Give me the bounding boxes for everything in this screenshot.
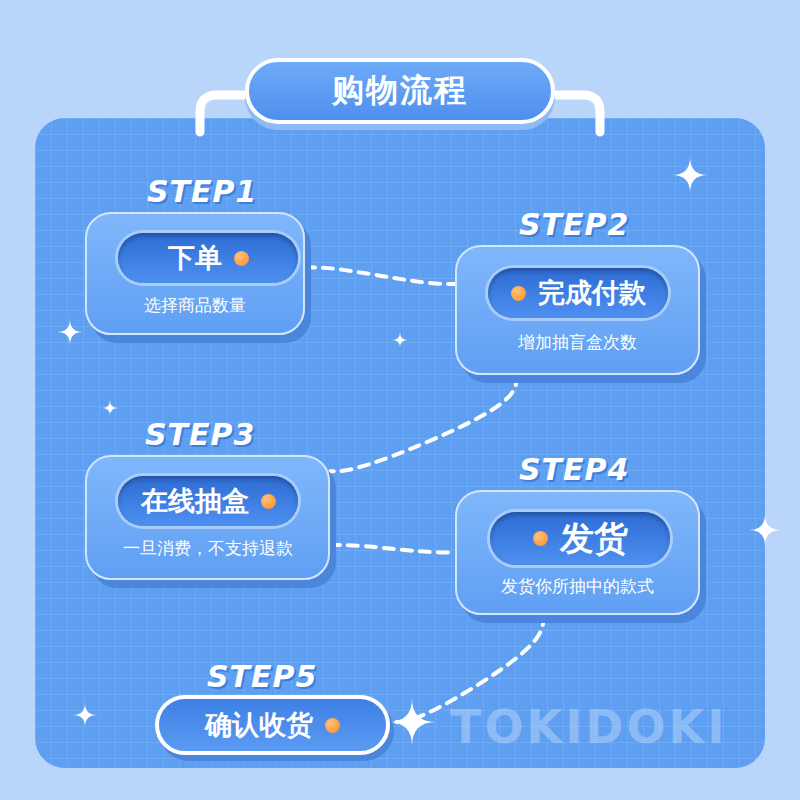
sparkle bbox=[73, 703, 97, 727]
orange-dot bbox=[511, 286, 526, 301]
orange-dot bbox=[533, 531, 548, 546]
title-pill: 购物流程 bbox=[245, 58, 555, 124]
step-description: 发货你所抽中的款式 bbox=[501, 575, 654, 598]
dashed-connector bbox=[305, 267, 455, 284]
title-handle bbox=[200, 95, 250, 132]
step-number: STEP5 bbox=[207, 659, 317, 694]
sparkle bbox=[392, 332, 408, 348]
sparkle bbox=[102, 400, 118, 416]
step-pill: 下单 bbox=[118, 233, 298, 283]
step-pill: STEP5确认收货 bbox=[155, 695, 390, 755]
orange-dot bbox=[325, 718, 340, 733]
step-name: 确认收货 bbox=[205, 707, 313, 743]
step-name: 在线抽盒 bbox=[141, 483, 249, 519]
step-description: 选择商品数量 bbox=[144, 294, 246, 317]
step-name: 发货 bbox=[560, 516, 628, 562]
watermark: TOKIDOKI bbox=[450, 700, 727, 754]
step-number: STEP3 bbox=[145, 417, 255, 452]
dashed-connector bbox=[330, 545, 455, 553]
step-name: 完成付款 bbox=[538, 275, 646, 311]
step-pill: 发货 bbox=[490, 512, 670, 565]
sparkle bbox=[57, 319, 83, 345]
step-number: STEP1 bbox=[147, 174, 257, 209]
orange-dot bbox=[261, 494, 276, 509]
step-description: 一旦消费，不支持退款 bbox=[123, 537, 293, 560]
dashed-connector bbox=[330, 375, 516, 471]
step-number: STEP2 bbox=[519, 207, 629, 242]
title-handle bbox=[550, 95, 600, 132]
step-card: STEP1选择商品数量下单 bbox=[85, 212, 305, 335]
step-pill: 在线抽盒 bbox=[118, 476, 298, 526]
orange-dot bbox=[234, 251, 249, 266]
step-card: STEP4发货你所抽中的款式发货 bbox=[455, 490, 700, 615]
sparkles bbox=[57, 157, 781, 746]
title: 购物流程 bbox=[332, 69, 468, 113]
step-card: STEP2增加抽盲盒次数完成付款 bbox=[455, 245, 700, 375]
step-card: STEP3一旦消费，不支持退款在线抽盒 bbox=[85, 455, 330, 580]
step-name: 下单 bbox=[168, 240, 222, 276]
step-description: 增加抽盲盒次数 bbox=[518, 331, 637, 354]
sparkle bbox=[749, 514, 781, 546]
step-number: STEP4 bbox=[519, 452, 629, 487]
step-pill: 完成付款 bbox=[488, 268, 668, 318]
sparkle bbox=[672, 157, 708, 193]
